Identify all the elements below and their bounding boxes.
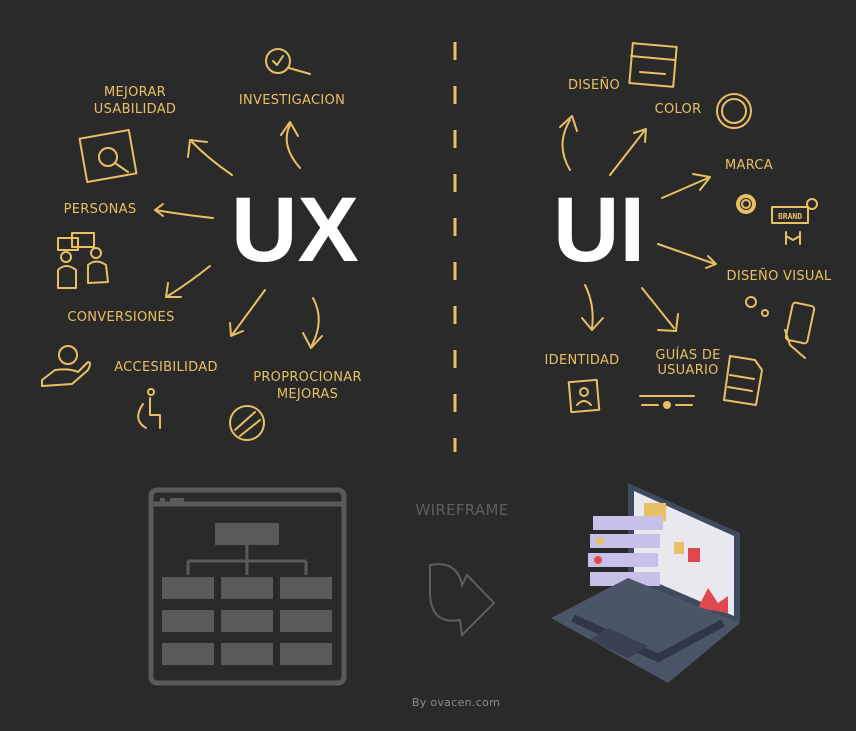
wireframe-label: WIREFRAME — [415, 501, 509, 519]
label-mejoras: MEJORAS — [276, 387, 339, 402]
handshake-icon — [229, 405, 265, 441]
ux-arrows-and-icons — [41, 48, 323, 441]
label-color: COLOR — [654, 102, 702, 117]
ui-title: UI — [553, 179, 645, 281]
arrow-icon — [559, 115, 578, 171]
wireframe-sitemap-icon — [148, 487, 347, 686]
browser-search-icon — [78, 128, 138, 184]
arrow-icon — [302, 297, 323, 349]
label-personas: PERSONAS — [63, 202, 137, 217]
brand-icon — [771, 198, 818, 245]
arrow-icon — [165, 265, 211, 298]
label-proprocionar: PROPROCIONAR — [253, 370, 362, 385]
people-chat-icon — [57, 232, 109, 289]
wheelchair-icon — [137, 388, 161, 429]
coin-hand-icon — [41, 345, 91, 387]
arrow-icon — [609, 128, 647, 176]
arrow-icon — [581, 284, 604, 331]
brand-icon-text: BRAND — [778, 212, 802, 221]
label-identidad: IDENTIDAD — [544, 353, 620, 368]
label-diseno: DISEÑO — [567, 78, 621, 93]
label-marca: MARCA — [725, 158, 773, 173]
label-conversiones: CONVERSIONES — [67, 310, 175, 325]
label-accesibilidad: ACCESIBILIDAD — [114, 360, 218, 375]
arrow-icon — [154, 203, 214, 219]
arrow-icon — [187, 139, 233, 176]
contact-book-icon — [567, 378, 601, 414]
arrow-icon — [641, 287, 679, 332]
arrow-icon — [280, 121, 301, 169]
browser-window-icon — [628, 42, 678, 88]
curved-arrow-icon — [429, 563, 496, 638]
magnifier-check-icon — [265, 48, 311, 75]
label-diseno-visual: DISEÑO VISUAL — [726, 269, 832, 284]
arrow-icon — [229, 289, 266, 337]
label-mejorar: MEJORAR — [103, 85, 167, 100]
ux-title: UX — [231, 179, 359, 281]
credit-text: By ovacen.com — [411, 696, 501, 709]
phone-hand-icon — [784, 301, 816, 359]
ui-arrows-and-icons: BRAND — [559, 42, 818, 414]
label-guias-de: GUÍAS DE — [655, 348, 721, 363]
gears-icon — [745, 296, 769, 317]
media-player-icon — [639, 395, 695, 409]
label-usabilidad: USABILIDAD — [93, 102, 177, 117]
arrow-icon — [661, 173, 711, 199]
arrow-icon — [657, 243, 717, 269]
label-usuario: USUARIO — [657, 363, 719, 378]
color-ring-icon — [716, 93, 752, 129]
laptop-illustration — [551, 483, 740, 683]
gear-icon — [736, 194, 756, 214]
label-investigacion: INVESTIGACION — [238, 93, 346, 108]
document-icon — [723, 355, 763, 406]
